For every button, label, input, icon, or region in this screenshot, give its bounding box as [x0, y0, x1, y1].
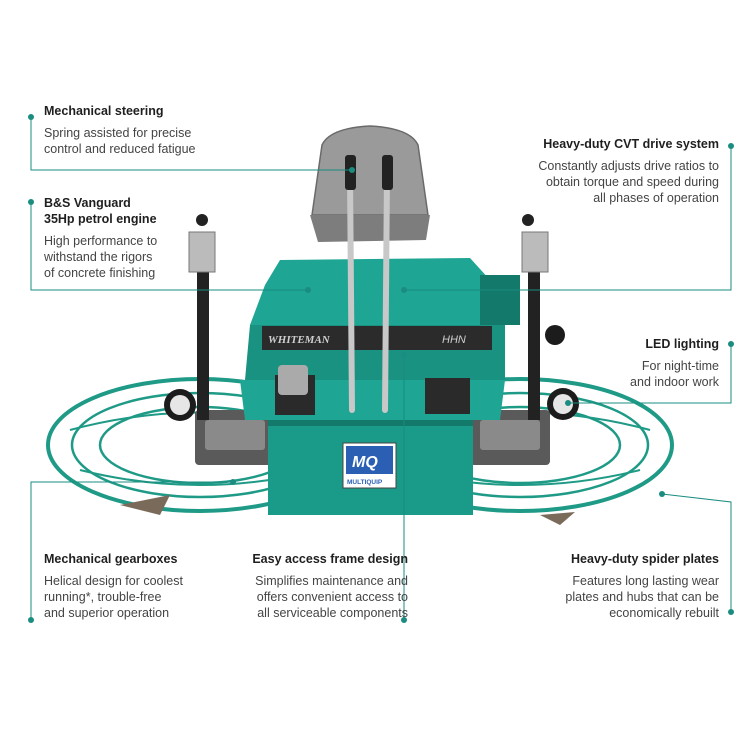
leader-engine	[30, 202, 308, 291]
callout-description: Helical design for coolest running*, tro…	[44, 574, 183, 620]
callout-title: Easy access frame design	[252, 552, 408, 566]
leader-dots	[28, 114, 734, 623]
leader-steering	[30, 117, 352, 171]
callout-title: B&S Vanguard 35Hp petrol engine	[44, 196, 157, 226]
leader-led	[568, 344, 732, 404]
callout-title: Heavy-duty CVT drive system	[543, 137, 719, 151]
callout-title: Mechanical steering	[44, 104, 164, 118]
callout-description: Constantly adjusts drive ratios to obtai…	[538, 159, 719, 205]
callout-led-lighting: LED lighting For night-time and indoor w…	[540, 336, 719, 390]
logo-text: MULTIQUIP	[347, 479, 383, 486]
callout-spider-plates: Heavy-duty spider plates Features long l…	[505, 551, 719, 621]
callout-cvt-drive-system: Heavy-duty CVT drive system Constantly a…	[505, 136, 719, 206]
led-light-right	[545, 325, 579, 420]
gearbox-right	[470, 410, 575, 525]
leader-lines	[30, 117, 732, 620]
brand-panel-text: WHITEMAN	[268, 334, 331, 346]
gearbox-left	[120, 410, 275, 515]
steering-levers	[347, 172, 390, 413]
operator-seat	[310, 125, 430, 242]
callout-description: Features long lasting wear plates and hu…	[565, 574, 719, 620]
callout-title: LED lighting	[645, 337, 719, 351]
callout-mechanical-gearboxes: Mechanical gearboxes Helical design for …	[44, 551, 244, 621]
leader-cvt	[404, 146, 732, 291]
callout-description: High performance to withstand the rigors…	[44, 234, 158, 280]
multiquip-logo	[342, 442, 397, 489]
model-panel-text: HHN	[442, 334, 466, 346]
pitch-post-right	[521, 214, 549, 420]
callout-title: Heavy-duty spider plates	[571, 552, 719, 566]
leader-spider	[661, 493, 732, 612]
callout-description: Simplifies maintenance and offers conven…	[255, 574, 408, 620]
led-light-left	[164, 389, 196, 421]
callout-easy-access-frame: Easy access frame design Simplifies main…	[228, 551, 408, 621]
logo-mark-text: MQ	[352, 454, 378, 471]
pitch-post-left	[188, 214, 216, 420]
front-frame	[240, 365, 505, 515]
callout-petrol-engine: B&S Vanguard 35Hp petrol engine High per…	[44, 195, 244, 281]
callout-description: Spring assisted for precise control and …	[44, 126, 196, 156]
callout-description: For night-time and indoor work	[630, 359, 719, 389]
engine-housing	[245, 258, 520, 380]
callout-title: Mechanical gearboxes	[44, 552, 178, 566]
callout-mechanical-steering: Mechanical steering Spring assisted for …	[44, 103, 244, 157]
leader-gearbox	[30, 481, 233, 620]
